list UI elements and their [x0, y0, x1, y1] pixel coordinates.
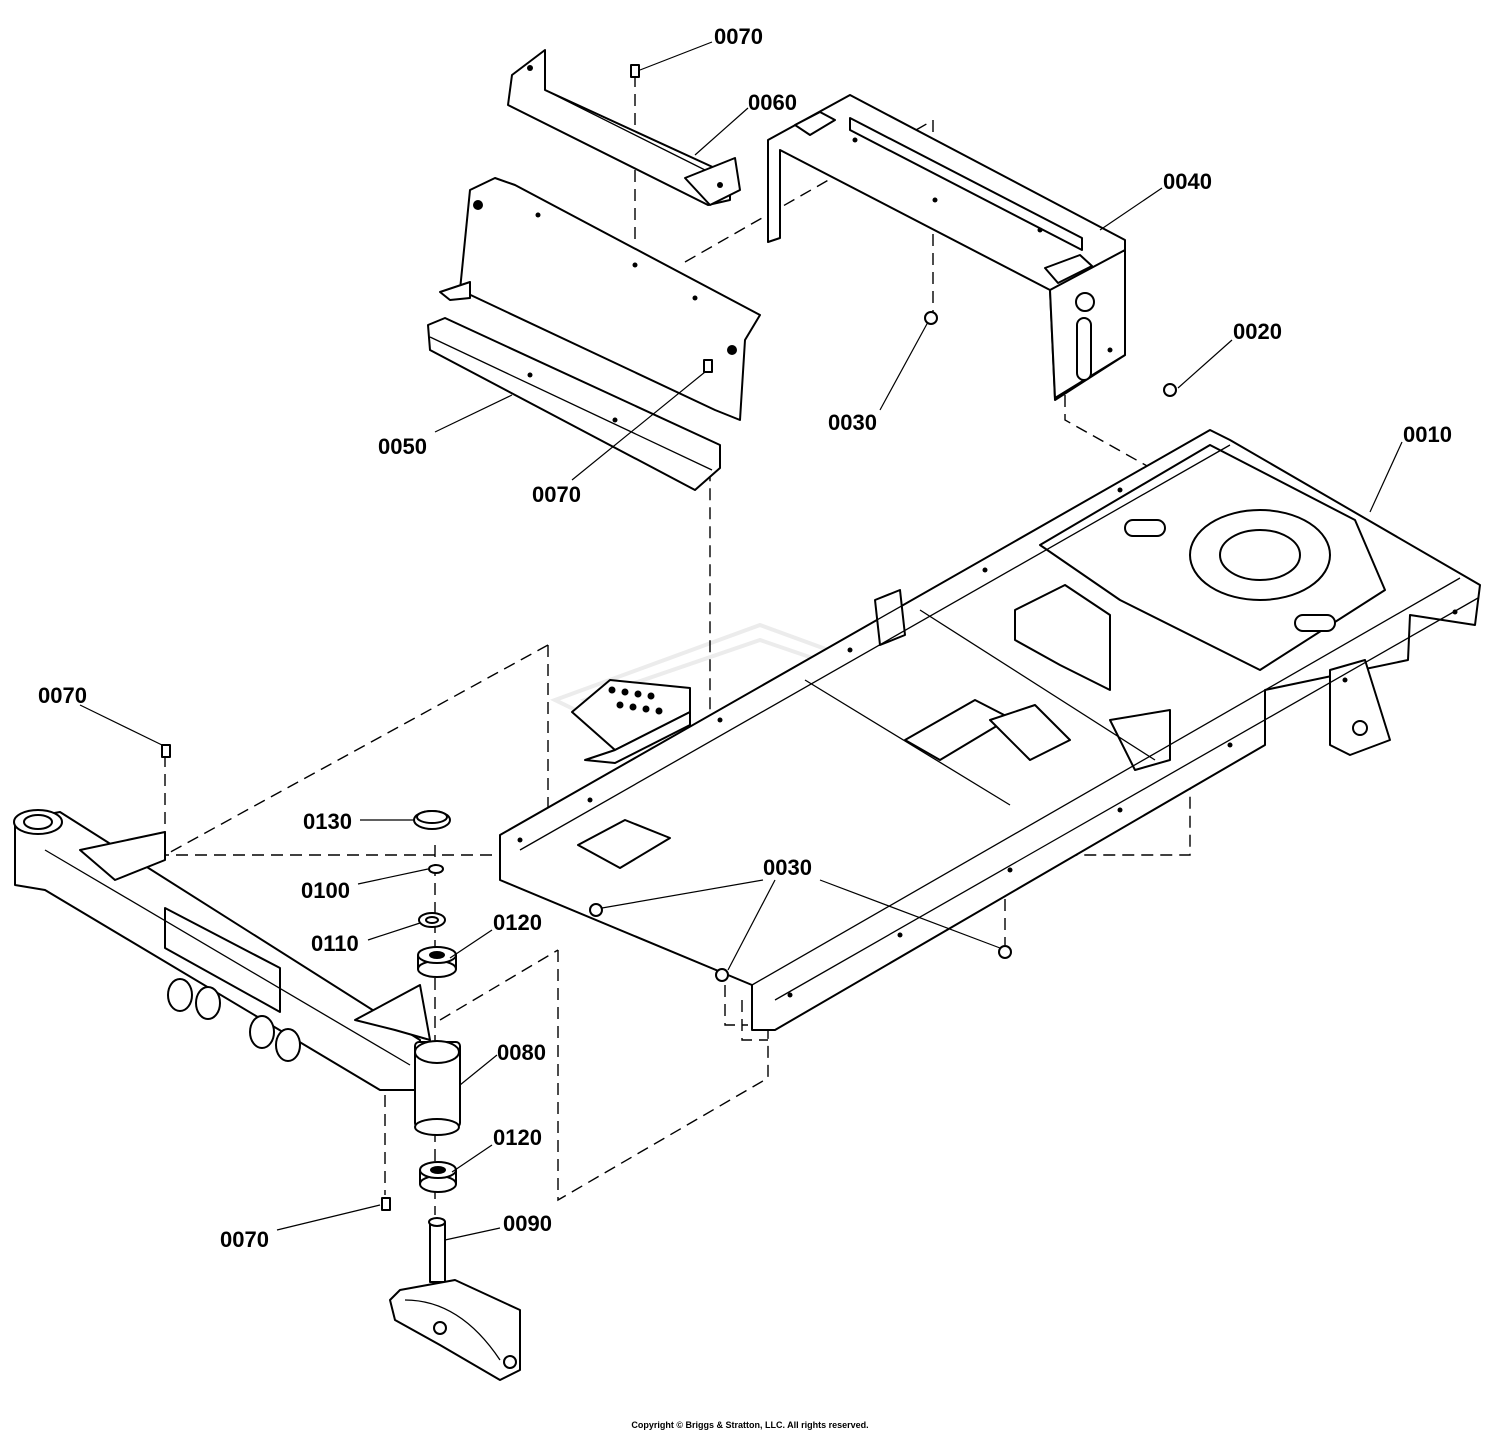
label-0120-upper: 0120: [493, 910, 542, 935]
part-0050-panel: [427, 177, 761, 491]
label-0100: 0100: [301, 878, 350, 903]
part-0130-cap: [413, 810, 451, 830]
part-0100-ring: [428, 864, 444, 874]
label-0010: 0010: [1403, 422, 1452, 447]
label-0110: 0110: [311, 931, 359, 956]
label-0040: 0040: [1163, 169, 1212, 194]
label-0120-lower: 0120: [493, 1125, 542, 1150]
part-0090-caster-fork: [389, 1217, 521, 1381]
part-0010-main-frame: [499, 429, 1481, 1031]
label-0090: 0090: [503, 1211, 552, 1236]
label-0070-top: 0070: [714, 24, 763, 49]
label-0030-mid: 0030: [763, 855, 812, 880]
copyright-footer: Copyright © Briggs & Stratton, LLC. All …: [631, 1420, 868, 1430]
leader-lines: [79, 41, 1403, 1241]
part-0110-washer: [418, 912, 446, 928]
part-0060-bracket: [507, 49, 741, 206]
part-0120-bearing-upper: [417, 946, 457, 978]
label-0050: 0050: [378, 434, 427, 459]
part-0040-bracket: [767, 94, 1126, 401]
label-0070-left: 0070: [38, 683, 87, 708]
part-0120-bearing-lower: [419, 1161, 457, 1193]
fasteners: [161, 64, 1177, 1211]
label-0020: 0020: [1233, 319, 1282, 344]
label-0070-mid: 0070: [532, 482, 581, 507]
label-0030-top: 0030: [828, 410, 877, 435]
label-0130: 0130: [303, 809, 352, 834]
label-0070-bottom: 0070: [220, 1227, 269, 1252]
label-0080: 0080: [497, 1040, 546, 1065]
label-0060: 0060: [748, 90, 797, 115]
callout-labels: 0070 0060 0040 0020 0030 0010 0050 0070 …: [38, 24, 1452, 1252]
part-0080-front-axle: [13, 809, 461, 1136]
